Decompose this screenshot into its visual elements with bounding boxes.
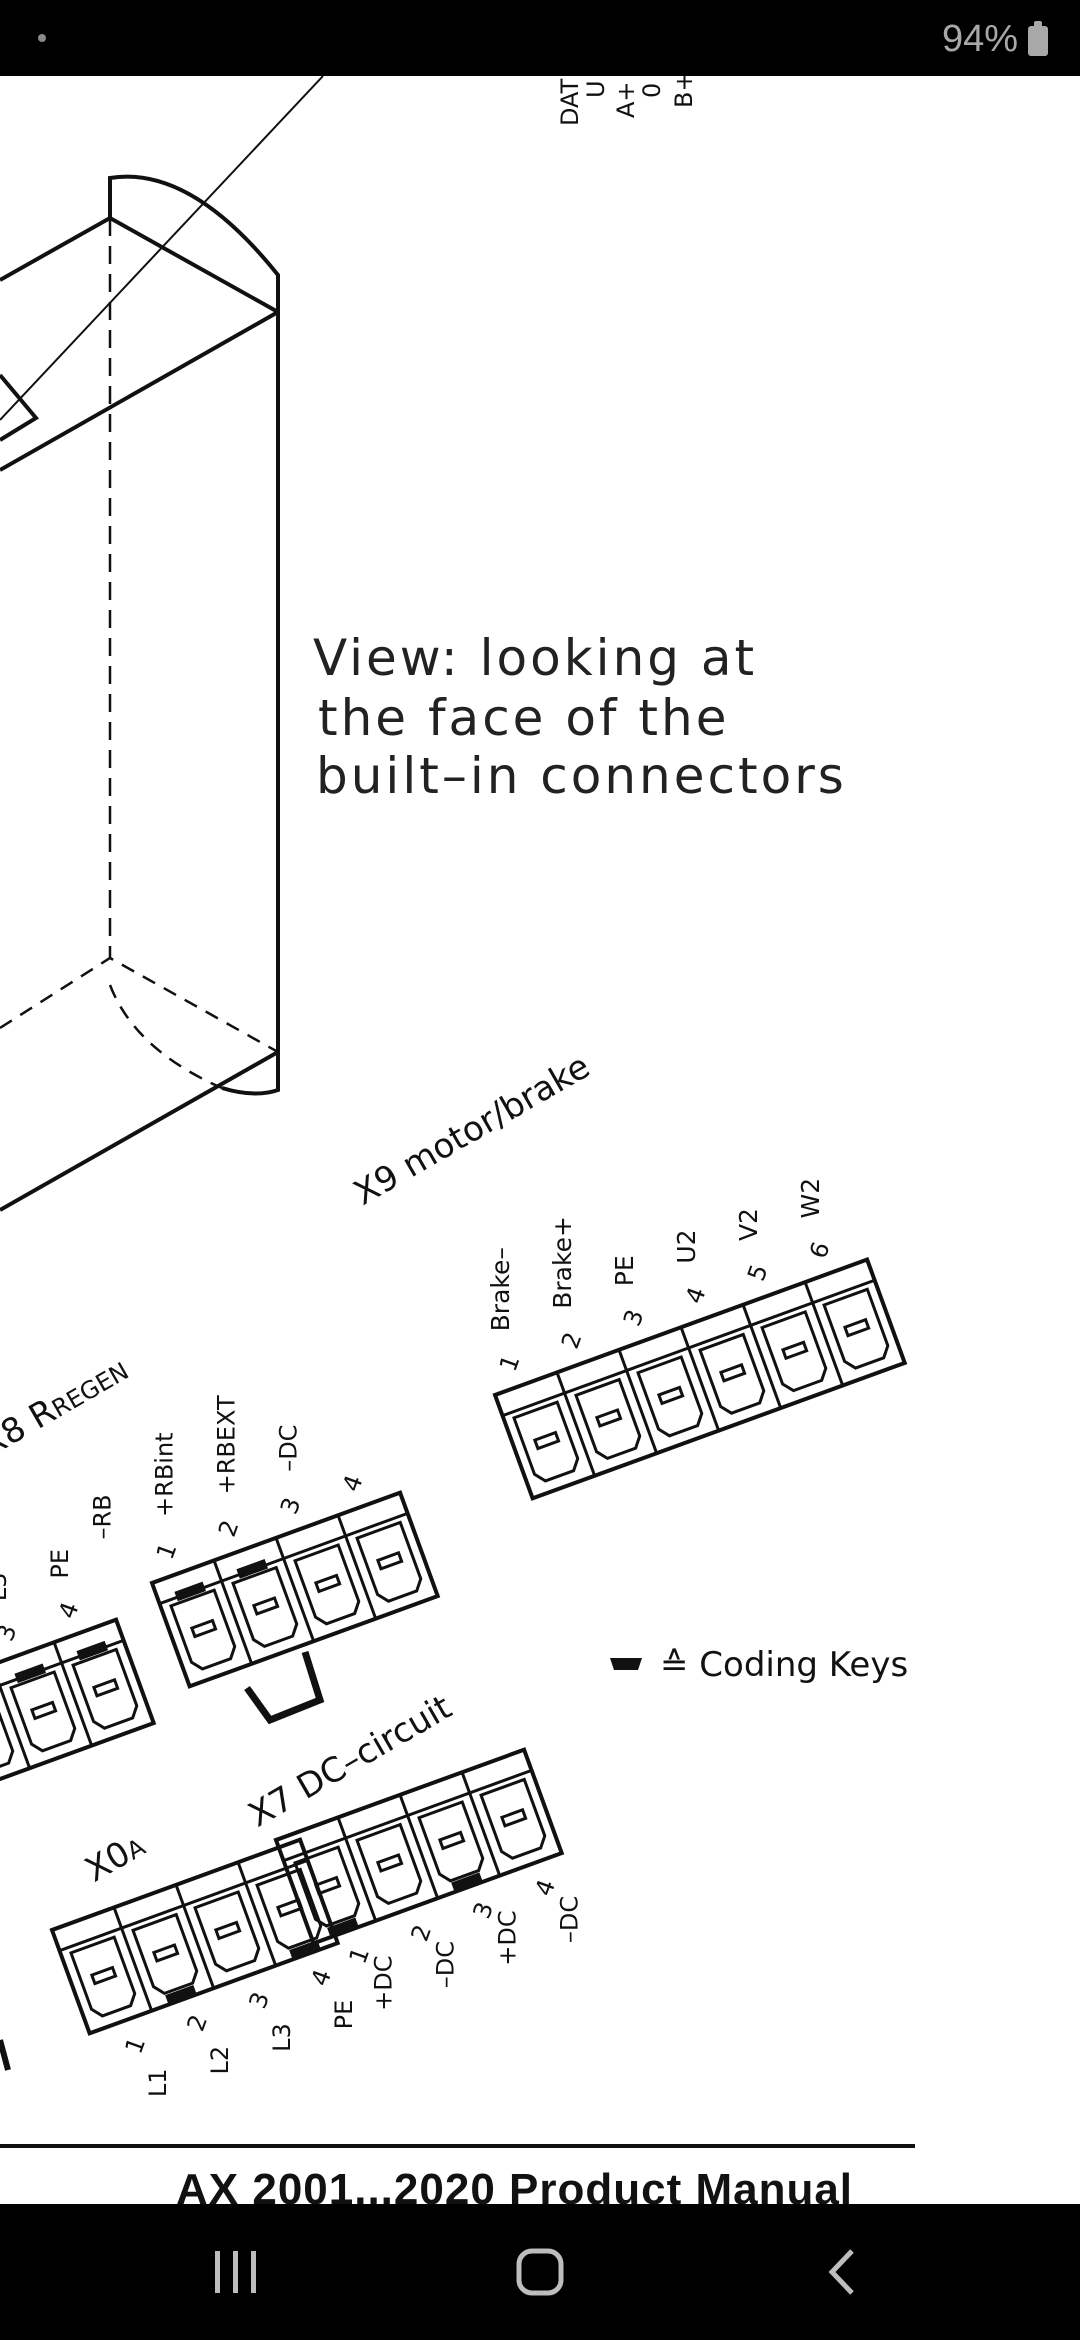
pin-number: 2 [182, 2011, 214, 2035]
connector-x8: 1 2 3 4 –RB +RBint +RBEXT –DC X8 RREGEN [0, 1349, 441, 1689]
signal-label: L3 [0, 1573, 12, 1602]
recent-apps-button[interactable] [146, 2204, 326, 2340]
signal-label: –DC [555, 1896, 583, 1943]
view-note-line: the face of the [318, 689, 729, 747]
signal-label: –DC [431, 1941, 459, 1988]
connector-x0b: 3 4 L3 PE [0, 1549, 157, 1816]
signal-label: Brake+ [548, 1216, 577, 1309]
coding-keys-label: ≙ Coding Keys [660, 1645, 908, 1685]
signal-label: U2 [672, 1229, 701, 1263]
notification-dot-icon [38, 34, 46, 42]
connector-title: X9 motor/brake [347, 1046, 597, 1213]
pin-number: 4 [53, 1598, 85, 1622]
top-label: 0 [638, 83, 666, 98]
battery-icon [1028, 21, 1048, 56]
back-icon [828, 2249, 854, 2295]
connector-x9: 1 2 3 4 5 6 Brake– Brake+ PE U2 V2 W2 X9… [347, 1046, 908, 1501]
coding-keys-legend: ≙ Coding Keys [610, 1645, 908, 1685]
back-button[interactable] [752, 2204, 932, 2340]
status-bar: 94% [0, 0, 1080, 76]
pin-number: 4 [680, 1283, 712, 1307]
pin-number: 1 [151, 1539, 183, 1563]
view-note-line: View: looking at [313, 629, 757, 687]
home-icon [516, 2248, 564, 2296]
pin-number: 1 [120, 2034, 152, 2058]
signal-label: +DC [369, 1955, 397, 2010]
signal-label: Brake– [486, 1247, 515, 1331]
top-label: B+ [670, 76, 698, 108]
signal-label: PE [330, 2000, 358, 2030]
signal-label: L3 [268, 2023, 296, 2052]
signal-label: PE [610, 1255, 639, 1286]
signal-label: W2 [796, 1178, 825, 1219]
recent-apps-icon [215, 2251, 256, 2293]
view-note-line: built–in connectors [316, 747, 847, 805]
signal-label: +RBEXT [213, 1395, 241, 1494]
signal-label: L2 [206, 2046, 234, 2075]
pin-number: 3 [244, 1988, 276, 2012]
signal-label: V2 [734, 1208, 763, 1241]
battery-percentage: 94% [941, 18, 1018, 60]
connector-title: X0A [78, 1825, 152, 1891]
pin-number: 2 [213, 1516, 245, 1540]
pin-number: 3 [0, 1621, 23, 1645]
navigation-bar [0, 2204, 1080, 2340]
home-button[interactable] [450, 2204, 630, 2340]
pin-number: 4 [306, 1966, 338, 1990]
pin-number: 3 [618, 1306, 650, 1330]
signal-label: L1 [144, 2068, 172, 2097]
pin-number: 6 [804, 1238, 836, 1262]
coding-key-icon [610, 1658, 642, 1670]
top-label: U [582, 80, 610, 98]
top-label: A+ [612, 81, 640, 118]
view-note: View: looking at the face of the built–i… [313, 629, 847, 805]
pin-number: 3 [275, 1494, 307, 1518]
connector-x7: 1 2 3 4 +DC –DC +DC –DC X7 DC–circuit [242, 1687, 584, 2011]
signal-label: –DC [275, 1425, 303, 1472]
signal-label: +DC [493, 1910, 521, 1965]
connector-title: X8 RREGEN [0, 1349, 135, 1465]
signal-label: PE [46, 1549, 74, 1579]
signal-label: –RB [89, 1494, 117, 1539]
pin-number: 4 [337, 1471, 369, 1495]
top-label: DAT [556, 78, 584, 126]
pin-number: 1 [494, 1351, 526, 1375]
pin-number: 5 [742, 1261, 774, 1285]
signal-label: +RBint [151, 1432, 179, 1517]
top-signal-labels: DAT U A+ 0 B+ [556, 76, 698, 126]
connector-diagram: DAT U A+ 0 B+ View: looking at the face … [0, 76, 915, 2204]
pin-number: 2 [556, 1328, 588, 1352]
device-housing [0, 76, 324, 2071]
footer-title: AX 2001...2020 Product Manual [176, 2165, 853, 2204]
document-viewer[interactable]: DAT U A+ 0 B+ View: looking at the face … [0, 76, 1080, 2204]
bracket-mark [244, 1650, 325, 1725]
